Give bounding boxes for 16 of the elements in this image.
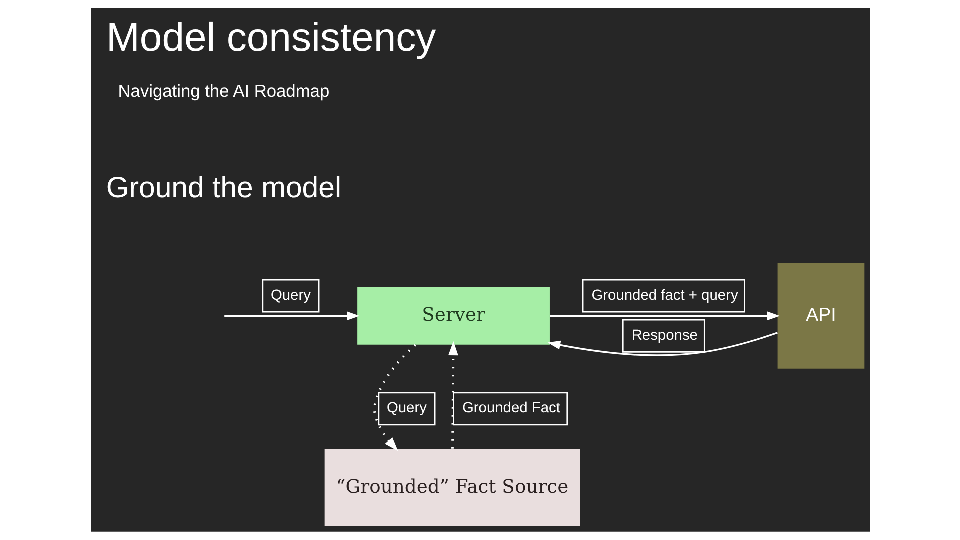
- node-box: “Grounded” Fact Source: [324, 449, 580, 527]
- diagram-title: Model consistency: [106, 16, 436, 60]
- arrow: [372, 344, 416, 452]
- edge-label: Response: [631, 328, 698, 344]
- edge-label: Query: [270, 288, 310, 304]
- label: Navigating the AI Roadmap: [118, 80, 330, 101]
- edge-label: Grounded fact + query: [591, 288, 738, 304]
- node-box: API: [777, 263, 864, 369]
- label: Ground the model: [106, 171, 342, 204]
- arrow: [550, 312, 780, 321]
- arrow: [224, 312, 360, 321]
- edge-label: Grounded Fact: [462, 400, 560, 417]
- node-box: Server: [357, 287, 550, 345]
- arrow: [448, 341, 458, 449]
- arrow: [547, 332, 778, 356]
- edge-label: Query: [386, 400, 426, 417]
